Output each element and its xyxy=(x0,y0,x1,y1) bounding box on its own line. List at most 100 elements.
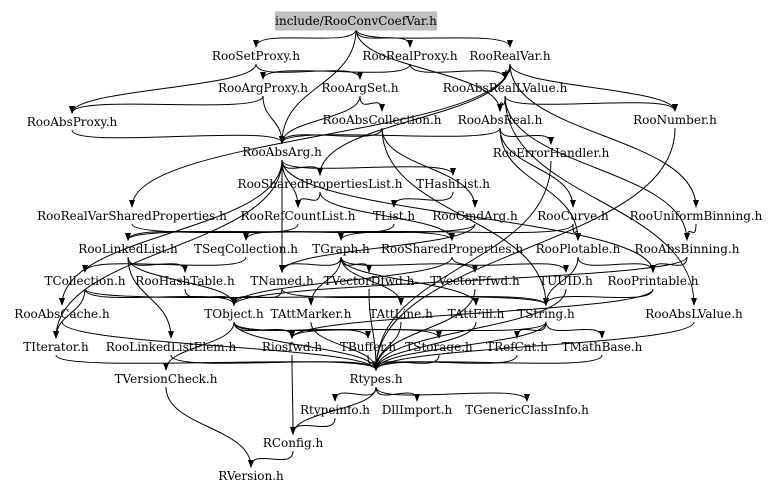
node-roo-curve[interactable]: RooCurve.h xyxy=(537,209,609,223)
node-roo-plotable[interactable]: RooPlotable.h xyxy=(536,242,621,256)
node-rconfig[interactable]: RConfig.h xyxy=(263,436,324,450)
node-roo-abs-real[interactable]: RooAbsReal.h xyxy=(458,113,543,127)
node-tmath-base[interactable]: TMathBase.h xyxy=(562,340,643,354)
node-tobject[interactable]: TObject.h xyxy=(204,307,264,321)
edge-titerator-to-rtypes xyxy=(55,354,379,371)
node-label: TVectorFfwd.h xyxy=(430,274,520,288)
node-tstring[interactable]: TString.h xyxy=(517,307,575,321)
node-roo-error-handler[interactable]: RooErrorHandler.h xyxy=(493,146,610,160)
node-tversion-check[interactable]: TVersionCheck.h xyxy=(115,372,218,386)
node-label: RooRealVar.h xyxy=(469,49,551,63)
node-roo-arg-proxy[interactable]: RooArgProxy.h xyxy=(218,81,308,95)
node-label: DllImport.h xyxy=(382,403,453,417)
edge-rtypeinfo-to-rconfig xyxy=(290,417,336,435)
node-roo-abs-collection[interactable]: RooAbsCollection.h xyxy=(322,113,441,127)
edge-roo-set-proxy-to-roo-arg-set xyxy=(255,63,363,80)
node-roo-linked-list-elem[interactable]: RooLinkedListElem.h xyxy=(106,340,237,354)
node-roo-abs-lvalue[interactable]: RooAbsLValue.h xyxy=(645,307,743,321)
node-roo-shared-properties-list[interactable]: RooSharedPropertiesList.h xyxy=(238,177,403,191)
node-roo-hash-table[interactable]: RooHashTable.h xyxy=(135,274,235,288)
edge-roo-real-proxy-to-roo-arg-proxy xyxy=(260,63,411,80)
node-roo-set-proxy[interactable]: RooSetProxy.h xyxy=(212,49,300,63)
edge-tseq-collection-to-tcollection xyxy=(82,256,247,273)
node-roo-real-var-shared-properties[interactable]: RooRealVarSharedProperties.h xyxy=(37,209,227,223)
edge-roo-abs-proxy-to-roo-abs-arg xyxy=(71,129,285,144)
node-tatt-line[interactable]: TAttLine.h xyxy=(369,307,433,321)
node-tvector-ffwd[interactable]: TVectorFfwd.h xyxy=(430,274,520,288)
node-roo-ref-count-list[interactable]: RooRefCountList.h xyxy=(240,209,355,223)
node-label: RooRefCountList.h xyxy=(240,209,355,223)
node-label: RooRealVarSharedProperties.h xyxy=(37,209,227,223)
node-label: RooAbsCollection.h xyxy=(322,113,441,127)
node-riosfwd[interactable]: Riosfwd.h xyxy=(262,340,322,354)
node-label: RooSharedPropertiesList.h xyxy=(238,177,403,191)
node-label: TStorage.h xyxy=(405,340,473,354)
node-dll-import[interactable]: DllImport.h xyxy=(382,403,453,417)
node-roo-abs-arg[interactable]: RooAbsArg.h xyxy=(242,145,322,159)
node-roo-abs-binning[interactable]: RooAbsBinning.h xyxy=(635,242,740,256)
edge-tgraph-to-tatt-fill xyxy=(340,256,479,306)
node-roo-abs-proxy[interactable]: RooAbsProxy.h xyxy=(27,115,118,129)
node-tatt-fill[interactable]: TAttFill.h xyxy=(448,307,505,321)
node-label: RooSharedProperties.h xyxy=(381,242,523,256)
node-roo-real-var[interactable]: RooRealVar.h xyxy=(469,49,551,63)
node-titerator[interactable]: TIterator.h xyxy=(23,340,89,354)
edge-tstring-to-riosfwd xyxy=(289,321,547,339)
node-tseq-collection[interactable]: TSeqCollection.h xyxy=(194,242,298,256)
node-tref-cnt[interactable]: TRefCnt.h xyxy=(486,340,548,354)
node-tstorage[interactable]: TStorage.h xyxy=(405,340,473,354)
edge-roo-shared-properties-to-tuuid xyxy=(451,256,569,273)
node-label: TString.h xyxy=(517,307,575,321)
edge-roo-abs-binning-to-tobject xyxy=(231,256,688,306)
node-tlist[interactable]: TList.h xyxy=(373,209,416,223)
node-label: TBuffer.h xyxy=(340,340,396,354)
node-thash-list[interactable]: THashList.h xyxy=(416,177,490,191)
node-roo-cmd-arg[interactable]: RooCmdArg.h xyxy=(432,209,518,223)
node-include-roo-conv-coef-var[interactable]: include/RooConvCoefVar.h xyxy=(274,11,437,31)
node-rversion[interactable]: RVersion.h xyxy=(218,469,284,483)
node-label: RooAbsCache.h xyxy=(14,307,110,321)
node-label: TUUID.h xyxy=(539,274,593,288)
node-label: RooNumber.h xyxy=(633,113,717,127)
edge-tatt-fill-to-rtypes xyxy=(373,321,477,371)
node-tgraph[interactable]: TGraph.h xyxy=(312,242,370,256)
node-roo-uniform-binning[interactable]: RooUniformBinning.h xyxy=(630,209,763,223)
node-label: RooLinkedListElem.h xyxy=(106,340,237,354)
node-roo-real-proxy[interactable]: RooRealProxy.h xyxy=(362,49,457,63)
node-roo-shared-properties[interactable]: RooSharedProperties.h xyxy=(381,242,523,256)
node-roo-abs-real-lvalue[interactable]: RooAbsRealLValue.h xyxy=(443,81,568,95)
node-label: TGenericClassInfo.h xyxy=(465,403,589,417)
node-label: RooHashTable.h xyxy=(135,274,235,288)
node-label: RooRealProxy.h xyxy=(362,49,457,63)
node-roo-abs-cache[interactable]: RooAbsCache.h xyxy=(14,307,110,321)
node-label: RVersion.h xyxy=(218,469,284,483)
node-roo-number[interactable]: RooNumber.h xyxy=(633,113,717,127)
node-label: RooCmdArg.h xyxy=(432,209,518,223)
edge-roo-real-proxy-to-roo-abs-real-lvalue xyxy=(409,63,508,80)
edge-roo-shared-properties-list-to-roo-shared-properties xyxy=(319,191,455,241)
node-tcollection[interactable]: TCollection.h xyxy=(44,274,125,288)
edge-tstring-to-tmath-base xyxy=(545,321,605,339)
node-roo-printable[interactable]: RooPrintable.h xyxy=(607,274,698,288)
edge-roo-cmd-arg-to-roo-linked-list xyxy=(125,223,476,241)
edge-roo-abs-real-lvalue-to-roo-number xyxy=(504,95,678,112)
node-tbuffer[interactable]: TBuffer.h xyxy=(340,340,396,354)
edge-root-to-roo-real-var xyxy=(355,28,513,48)
node-rtypeinfo[interactable]: Rtypeinfo.h xyxy=(300,403,370,417)
node-tuuid[interactable]: TUUID.h xyxy=(539,274,593,288)
node-roo-linked-list[interactable]: RooLinkedList.h xyxy=(78,242,178,256)
edge-rtypes-to-rtypeinfo xyxy=(332,386,377,402)
node-tnamed[interactable]: TNamed.h xyxy=(250,274,314,288)
edge-tvector-ffwd-to-rtypes xyxy=(373,288,476,371)
node-label: TAttMarker.h xyxy=(271,307,352,321)
node-tatt-marker[interactable]: TAttMarker.h xyxy=(271,307,352,321)
edge-tgraph-to-tatt-marker xyxy=(308,256,342,306)
node-label: TGraph.h xyxy=(312,242,370,256)
node-rtypes[interactable]: Rtypes.h xyxy=(349,372,402,386)
node-label: RooArgSet.h xyxy=(321,81,399,95)
node-tgeneric-class-info[interactable]: TGenericClassInfo.h xyxy=(465,403,589,417)
edge-rtypes-to-dll-import xyxy=(375,386,420,402)
node-label: TNamed.h xyxy=(250,274,314,288)
node-tvector-dfwd[interactable]: TVectorDfwd.h xyxy=(324,274,415,288)
node-roo-arg-set[interactable]: RooArgSet.h xyxy=(321,81,399,95)
